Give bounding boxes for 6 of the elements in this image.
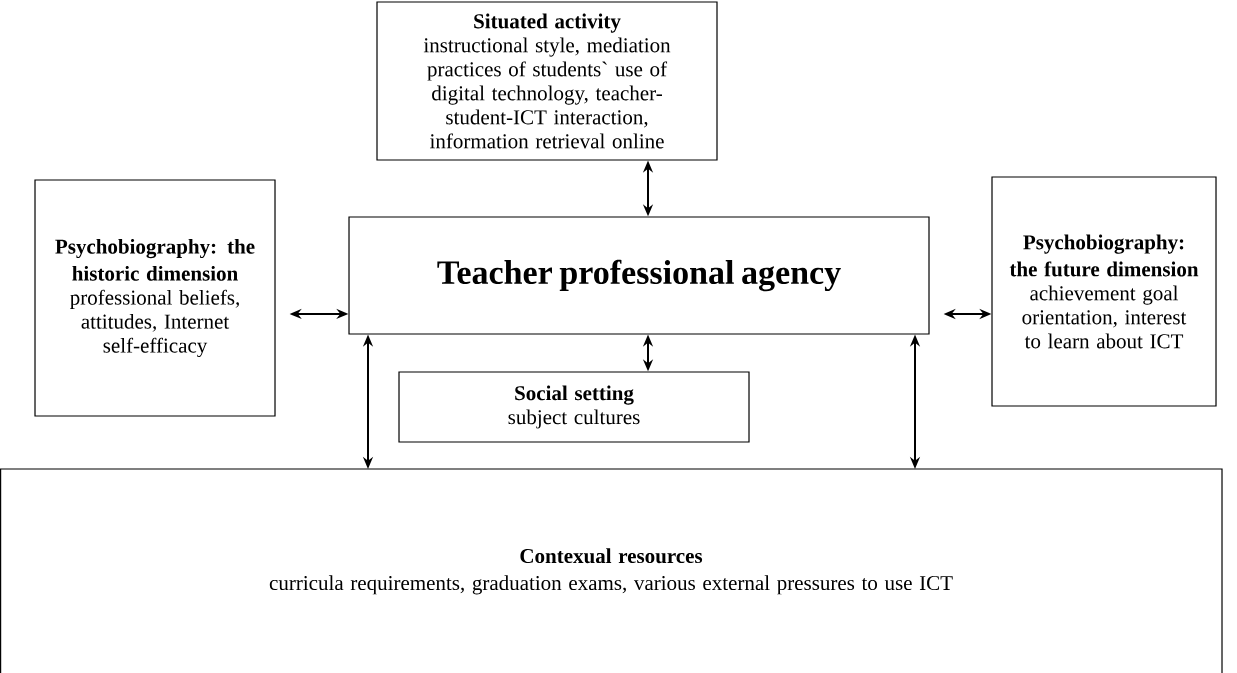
text-box: Psychobiography: the future dimension achievement goal orientation, interest to learn about ICT [991, 176, 1217, 407]
central-box: Teacher professional agency [348, 216, 930, 335]
text-box: Social setting subject cultures [398, 371, 750, 443]
text-box: Psychobiography: the historic dimension professional beliefs, attitudes, Internet self-efficacy [34, 179, 276, 417]
text-box: Situated activity instructional style, mediation practices of students` use of digital technology, teacher-student-ICT interaction, information retrieval online [376, 1, 718, 161]
open-box: Contexual resources curricula requirements, graduation exams, various external pressures to use ICT [0, 468, 1223, 673]
